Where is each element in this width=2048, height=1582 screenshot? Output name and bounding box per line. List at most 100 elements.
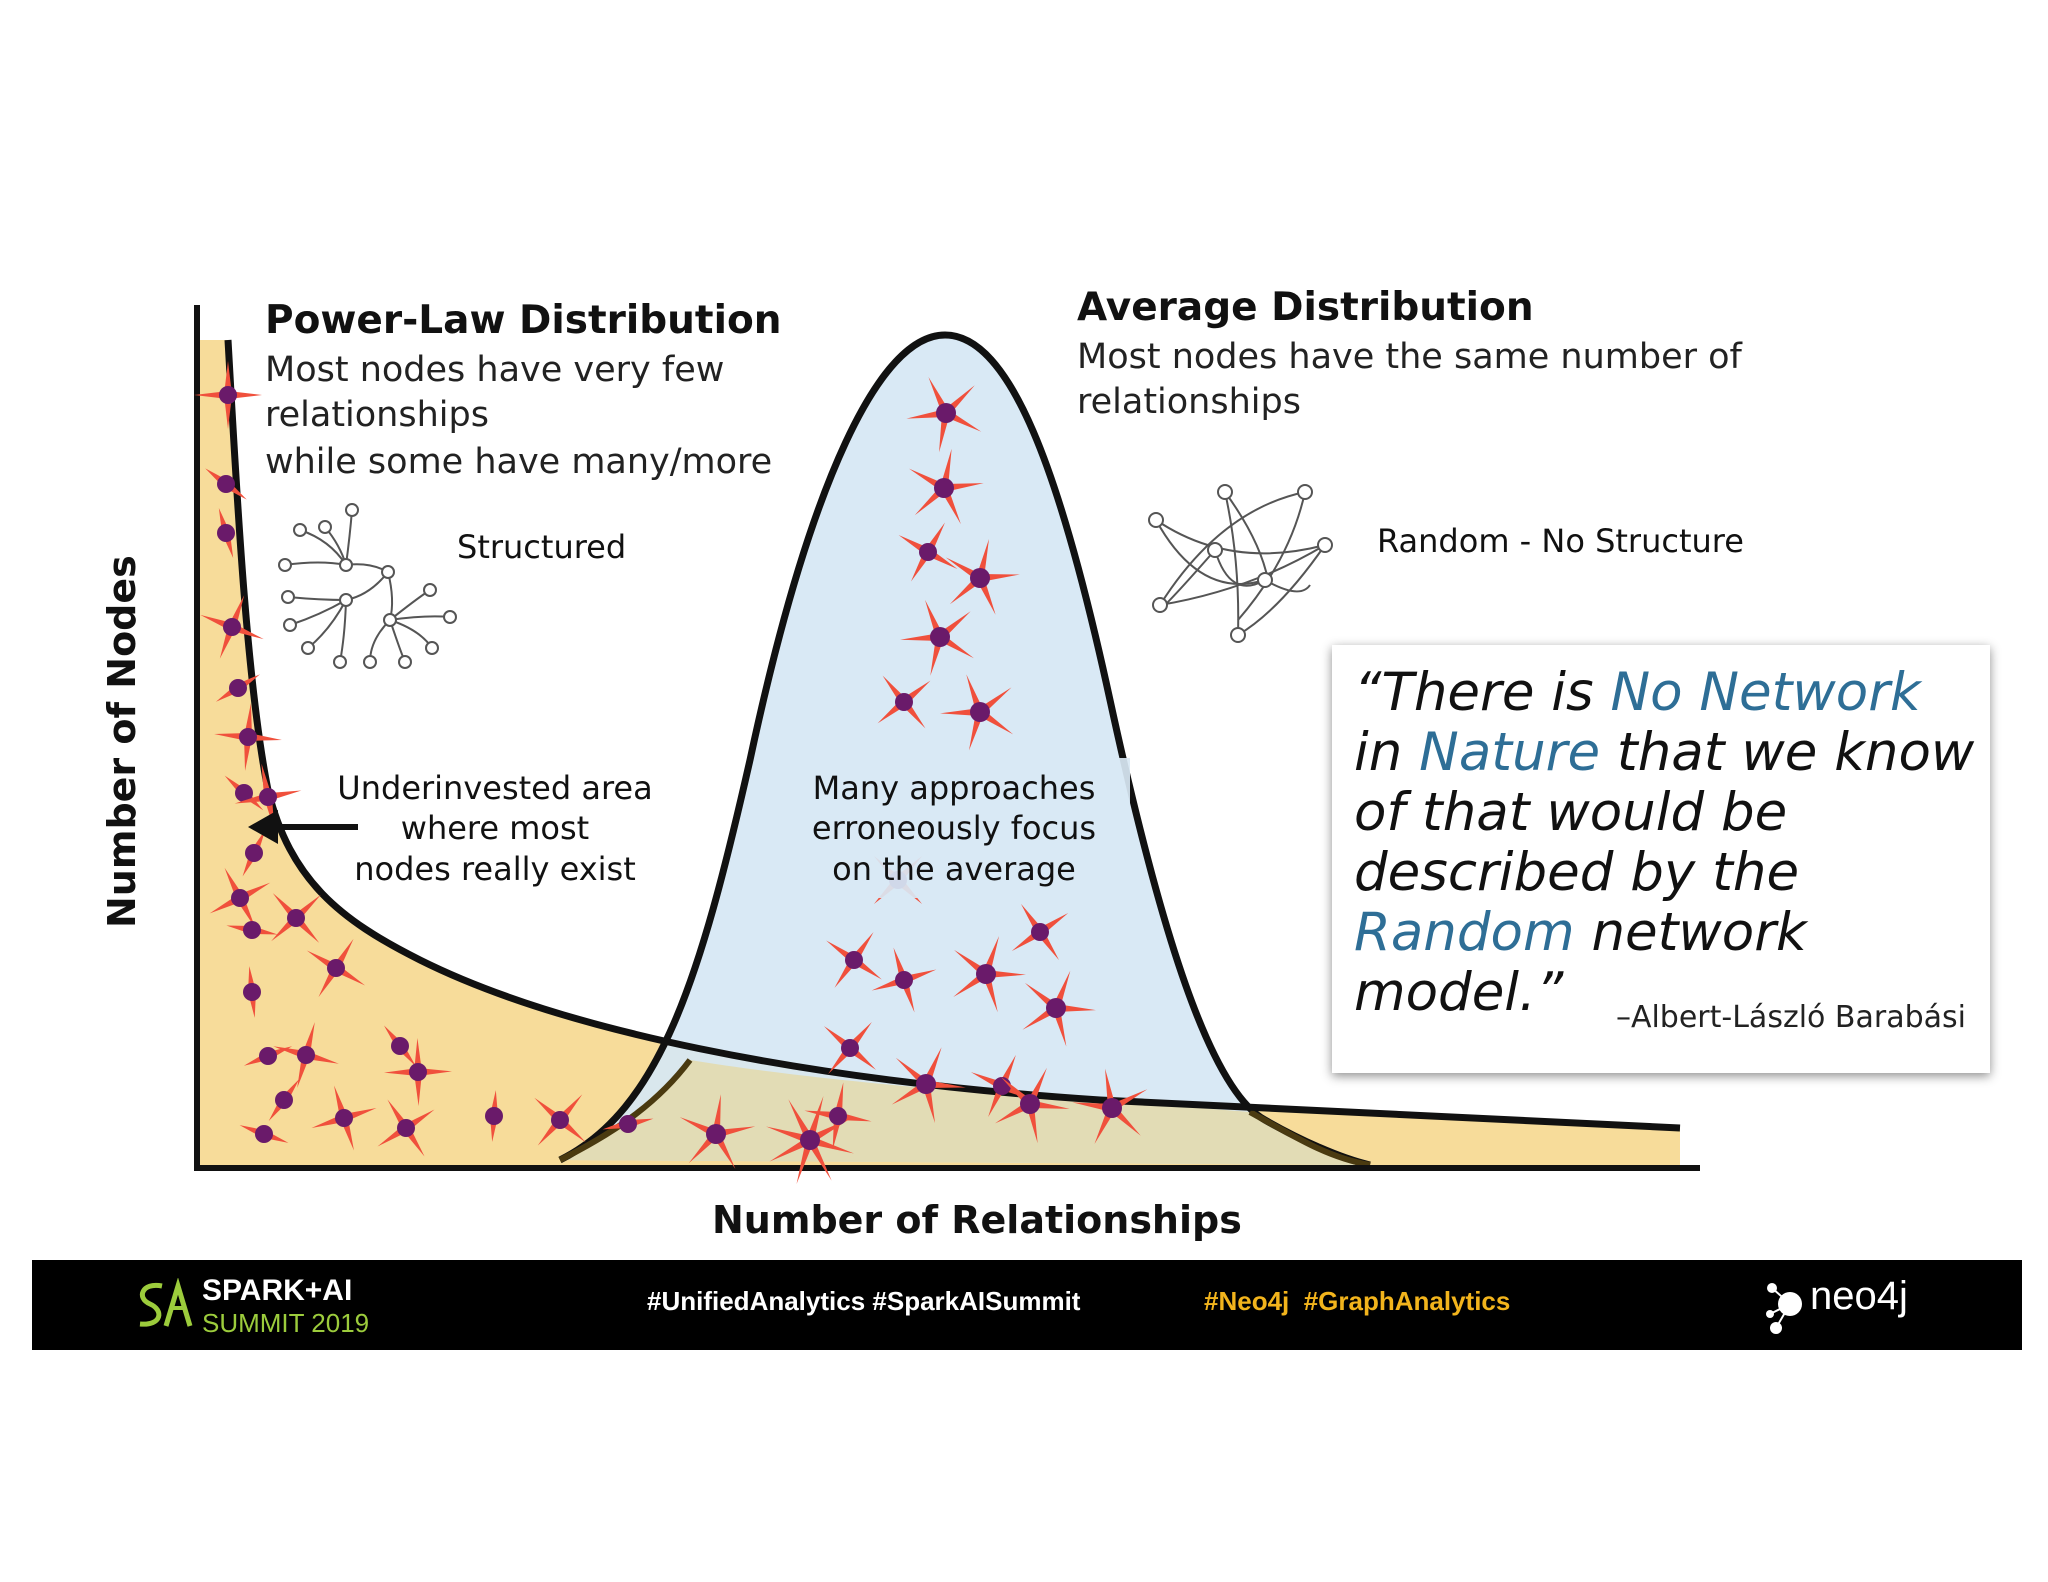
node-dot	[930, 627, 950, 647]
node-marker	[940, 674, 1014, 751]
node-marker	[239, 1125, 289, 1143]
bell-curve	[558, 331, 1371, 1169]
quote-highlight-random: Random	[1354, 902, 1575, 963]
average-note-3: on the average	[832, 850, 1076, 888]
node-dot	[231, 889, 249, 907]
node-dot	[829, 1107, 847, 1125]
quote-mid-1: in	[1354, 722, 1420, 783]
node-marker	[273, 1022, 339, 1088]
node-marker	[766, 1096, 854, 1184]
node-dot	[287, 909, 305, 927]
bell-tail-right	[1248, 1109, 1371, 1168]
node-dot	[970, 702, 990, 722]
node-marker	[217, 508, 235, 558]
node-dot	[275, 1091, 293, 1109]
average-note-2: erroneously focus	[811, 809, 1097, 847]
node-spike	[985, 970, 1026, 978]
spark-ai-logo-text: SPARK+AI	[202, 1274, 353, 1307]
node-dot	[259, 788, 277, 806]
node-dot	[800, 1130, 820, 1150]
random-network-nodes	[1148, 484, 1333, 643]
power-law-curve	[224, 339, 1681, 1132]
node-marker	[1072, 1068, 1148, 1144]
node-dot	[619, 1115, 637, 1133]
node-dot	[976, 964, 996, 984]
node-dot	[327, 959, 345, 977]
node-dot	[895, 971, 913, 989]
node-marker	[877, 675, 931, 729]
underinvested-note-3: nodes really exist	[354, 850, 636, 888]
node-marker	[226, 921, 278, 939]
node-marker	[485, 1090, 503, 1142]
node-dot	[391, 1037, 409, 1055]
node-dot	[229, 679, 247, 697]
node-marker	[534, 1094, 586, 1146]
node-dot	[706, 1124, 726, 1144]
node-dot	[235, 784, 253, 802]
left-arrow-icon	[248, 810, 358, 844]
average-desc-1: Most nodes have the same number of	[1077, 337, 1742, 377]
node-marker	[909, 448, 984, 525]
node-dot	[243, 921, 261, 939]
node-marker	[268, 1078, 300, 1122]
average-note-1: Many approaches	[812, 769, 1096, 807]
quote-box: “There is No Network in Nature that we k…	[1332, 645, 1990, 1073]
node-marker	[209, 867, 271, 929]
node-marker	[243, 966, 261, 1018]
node-dot	[243, 983, 261, 1001]
node-marker	[602, 1115, 654, 1133]
underinvested-note-2: where most	[400, 809, 590, 847]
node-marker	[1011, 903, 1069, 961]
node-markers	[194, 361, 1148, 1184]
spark-ai-logo-icon	[139, 1278, 193, 1327]
node-dot	[297, 1046, 315, 1064]
node-spike	[1055, 1004, 1096, 1012]
node-dot	[217, 475, 235, 493]
overlap-area	[565, 1060, 1370, 1165]
bell-area	[560, 335, 1370, 1165]
footer-bar: SPARK+AI SUMMIT 2019 #UnifiedAnalytics #…	[32, 1260, 2022, 1350]
node-dot	[895, 693, 913, 711]
node-marker	[205, 468, 247, 500]
node-dot	[936, 403, 956, 423]
power-law-desc-3: while some have many/more	[265, 442, 773, 482]
node-dot	[1031, 923, 1049, 941]
quote-open: “There is	[1354, 662, 1611, 723]
neo4j-logo-icon	[1766, 1283, 1802, 1334]
node-marker	[679, 1094, 756, 1169]
node-dot	[245, 844, 263, 862]
node-dot	[1020, 1094, 1040, 1114]
quote-highlight-nature: Nature	[1419, 722, 1601, 783]
node-dot	[259, 1047, 277, 1065]
y-axis-label: Number of Nodes	[100, 555, 144, 928]
neo4j-brand-text: neo4j	[1810, 1274, 1908, 1318]
node-spike	[808, 1136, 854, 1154]
bell-tail-left	[558, 1058, 693, 1163]
node-marker	[804, 1082, 872, 1150]
node-marker	[995, 1067, 1070, 1144]
node-marker	[234, 763, 302, 831]
power-law-area	[200, 340, 1680, 1165]
node-marker	[215, 674, 261, 702]
node-dot	[335, 1109, 353, 1127]
node-marker	[823, 1021, 877, 1075]
node-marker	[898, 522, 958, 582]
node-spike	[806, 1096, 824, 1142]
summit-year-text: SUMMIT 2019	[202, 1308, 370, 1338]
node-marker	[377, 1099, 435, 1157]
node-dot	[1046, 998, 1066, 1018]
node-dot	[845, 951, 863, 969]
node-marker	[214, 703, 282, 771]
quote-highlight-no-network: No Network	[1610, 662, 1921, 723]
quote-mid-2: that we know of that would be described …	[1354, 722, 1975, 903]
node-dot	[217, 524, 235, 542]
node-dot	[409, 1063, 427, 1081]
structured-label: Structured	[457, 528, 627, 566]
node-dot	[841, 1039, 859, 1057]
random-network-icon	[1155, 491, 1326, 636]
structured-network-nodes	[278, 503, 457, 669]
node-marker	[1022, 970, 1096, 1047]
node-spike	[940, 708, 981, 716]
